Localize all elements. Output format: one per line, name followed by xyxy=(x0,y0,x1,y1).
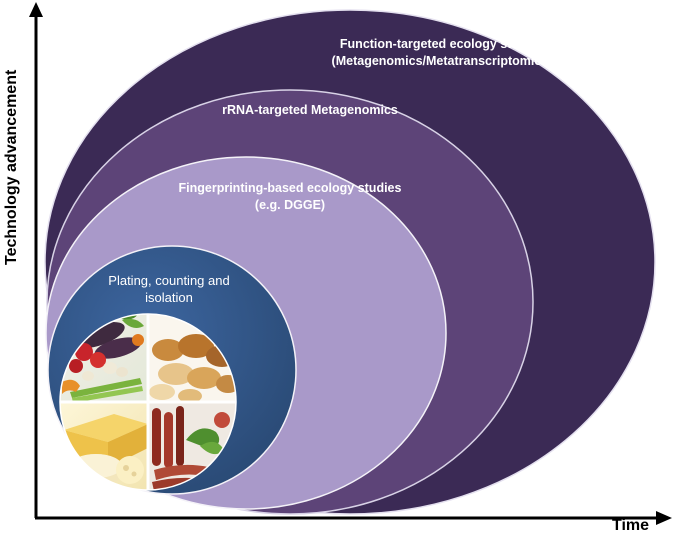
label-plating-line2: isolation xyxy=(145,290,193,305)
food-collage-image xyxy=(60,314,236,490)
axes xyxy=(29,2,672,525)
x-axis-label: Time xyxy=(612,517,650,534)
label-fingerprinting-line2: (e.g. DGGE) xyxy=(254,198,326,212)
y-axis-arrowhead xyxy=(29,2,43,17)
vegetables-image xyxy=(60,314,148,403)
label-rrna-targeted-line1: rRNA-targeted Metagenomics xyxy=(222,103,398,117)
y-axis-label: Technology advancement xyxy=(3,69,20,265)
label-fingerprinting: Fingerprinting-based ecology studies (e.… xyxy=(150,180,430,214)
label-fingerprinting-line1: Fingerprinting-based ecology studies xyxy=(178,181,402,195)
label-function-targeted-line2: (Metagenomics/Metatranscriptomics) xyxy=(331,54,553,68)
label-rrna-targeted: rRNA-targeted Metagenomics xyxy=(190,102,430,119)
label-plating-line1: Plating, counting and xyxy=(108,273,230,288)
x-axis-arrowhead xyxy=(656,511,672,525)
label-plating: Plating, counting and isolation xyxy=(84,272,254,306)
label-function-targeted-line1: Function-targeted ecology studies xyxy=(339,37,545,51)
label-function-targeted: Function-targeted ecology studies (Metag… xyxy=(282,36,602,70)
cheese-image xyxy=(60,402,148,490)
